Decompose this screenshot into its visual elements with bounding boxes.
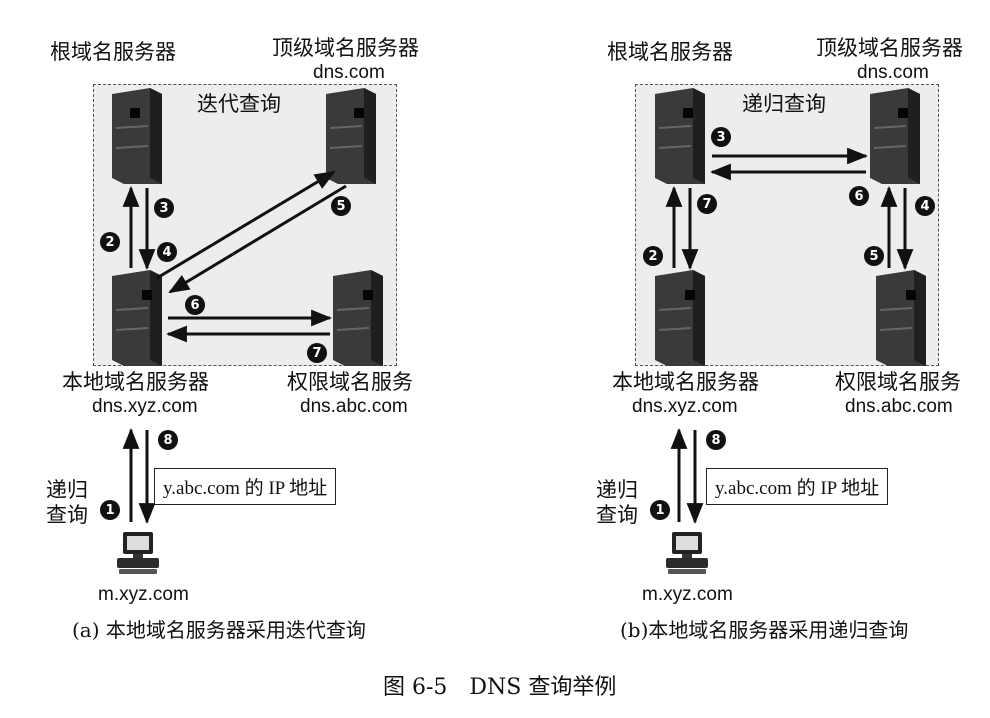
left-step-3: 3 — [154, 198, 174, 218]
right-local-label: 本地域名服务器 — [612, 370, 759, 394]
right-host-label: m.xyz.com — [642, 584, 733, 605]
left-root-label: 根域名服务器 — [50, 40, 176, 64]
left-step-1: 1 — [100, 500, 120, 520]
left-local-label: 本地域名服务器 — [62, 370, 209, 394]
right-step-3: 3 — [711, 127, 731, 147]
left-tld-domain: dns.com — [313, 62, 385, 83]
right-step-1: 1 — [650, 500, 670, 520]
right-step-5: 5 — [864, 246, 884, 266]
right-step-6: 6 — [849, 186, 869, 206]
left-caption: (a) 本地域名服务器采用迭代查询 — [72, 618, 366, 642]
right-root-label: 根域名服务器 — [607, 40, 733, 64]
left-answer-box: y.abc.com 的 IP 地址 — [154, 468, 337, 505]
left-mode-label: 迭代查询 — [197, 92, 281, 116]
left-arrow-4 — [156, 170, 336, 280]
figure-title: 图 6-5 DNS 查询举例 — [383, 675, 617, 700]
right-step-8: 8 — [706, 430, 726, 450]
left-step-2: 2 — [100, 232, 120, 252]
left-step-6: 6 — [185, 295, 205, 315]
right-client-query-line1: 递归 — [596, 478, 638, 502]
left-tld-label: 顶级域名服务器 — [272, 36, 419, 60]
left-auth-server-icon — [333, 270, 383, 366]
left-tld-server-icon — [326, 88, 376, 184]
left-step-7: 7 — [307, 343, 327, 363]
right-auth-domain: dns.abc.com — [845, 396, 953, 417]
left-local-domain: dns.xyz.com — [92, 396, 198, 417]
right-tld-label: 顶级域名服务器 — [816, 36, 963, 60]
left-host-computer-icon — [117, 532, 159, 574]
right-step-2: 2 — [643, 246, 663, 266]
right-tld-domain: dns.com — [857, 62, 929, 83]
left-auth-label: 权限域名服务 — [287, 370, 413, 394]
left-step-5: 5 — [331, 196, 351, 216]
left-step-4: 4 — [157, 242, 177, 262]
right-root-server-icon — [655, 88, 705, 184]
left-host-label: m.xyz.com — [98, 584, 189, 605]
left-step-8: 8 — [158, 430, 178, 450]
right-answer-box: y.abc.com 的 IP 地址 — [706, 468, 889, 505]
left-auth-domain: dns.abc.com — [300, 396, 408, 417]
right-local-domain: dns.xyz.com — [632, 396, 738, 417]
left-root-server-icon — [112, 88, 162, 184]
left-client-query-line2: 查询 — [46, 503, 88, 527]
right-step-4: 4 — [915, 196, 935, 216]
right-caption: (b)本地域名服务器采用递归查询 — [620, 618, 909, 642]
right-auth-server-icon — [876, 270, 926, 366]
left-arrow-5 — [168, 184, 347, 294]
right-step-7: 7 — [697, 194, 717, 214]
right-client-query-line2: 查询 — [596, 503, 638, 527]
right-auth-label: 权限域名服务 — [835, 370, 961, 394]
right-tld-server-icon — [870, 88, 920, 184]
right-local-server-icon — [655, 270, 705, 366]
right-mode-label: 递归查询 — [742, 92, 826, 116]
left-local-server-icon — [112, 270, 162, 366]
right-host-computer-icon — [666, 532, 708, 574]
left-client-query-line1: 递归 — [46, 478, 88, 502]
